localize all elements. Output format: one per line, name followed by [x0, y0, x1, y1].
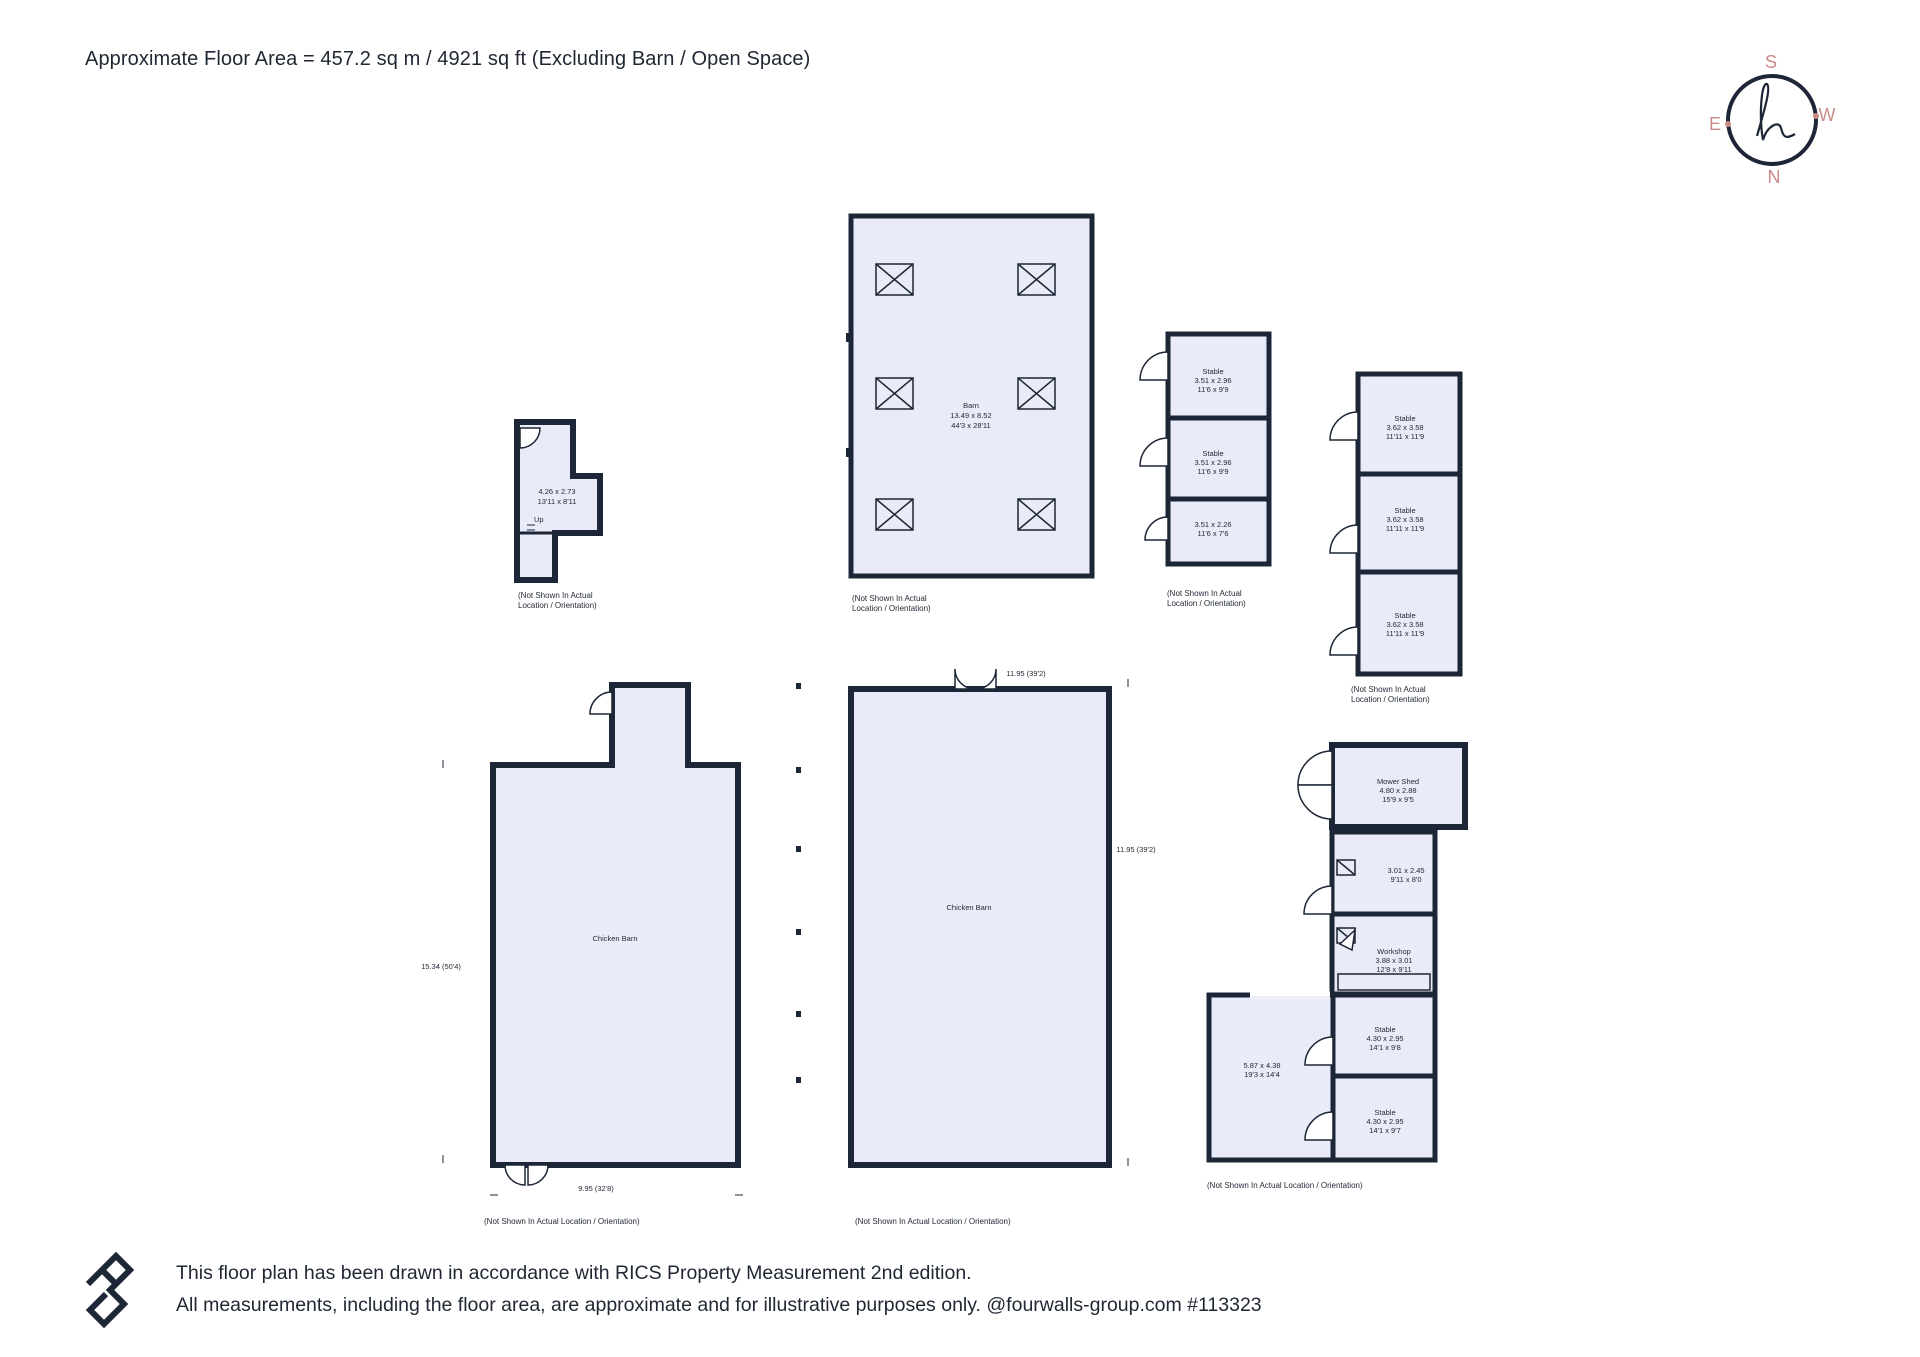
- chicken-barn-2-top: 11.95 (39'2): [1006, 669, 1046, 678]
- small-room-dims-m: 4.26 x 2.73: [538, 487, 575, 496]
- stable-b3-name: Stable: [1394, 611, 1415, 620]
- mower-shed-name: Mower Shed: [1377, 777, 1419, 786]
- mower-shed-dims-ft: 15'9 x 9'5: [1382, 795, 1414, 804]
- note-outbuildings: (Not Shown In Actual Location / Orientat…: [1207, 1181, 1363, 1190]
- barn-dims-ft: 44'3 x 28'11: [951, 421, 990, 430]
- stable-a3-dims-m: 3.51 x 2.26: [1194, 520, 1231, 529]
- small-room-up: Up: [534, 515, 544, 524]
- stable-b-block: [1355, 371, 1463, 677]
- note-barn-line1: (Not Shown In Actual: [852, 594, 927, 603]
- stable-c1-name: Stable: [1374, 1025, 1395, 1034]
- chicken-barn-2: [848, 686, 1112, 1168]
- compass-s: S: [1765, 52, 1777, 72]
- chicken-barn-1-name: Chicken Barn: [592, 934, 637, 943]
- small-room: [514, 419, 603, 583]
- stable-a1-name: Stable: [1202, 367, 1223, 376]
- store-room: [1329, 829, 1438, 917]
- stable-b2-name: Stable: [1394, 506, 1415, 515]
- open-room-dims-m: 5.87 x 4.38: [1243, 1061, 1280, 1070]
- note-stable-b-line1: (Not Shown In Actual: [1351, 685, 1426, 694]
- stable-b2-dims-ft: 11'11 x 11'9: [1386, 524, 1424, 533]
- workshop-dims-ft: 12'8 x 9'11: [1376, 965, 1411, 974]
- compass-e: E: [1709, 114, 1721, 134]
- stable-b1-dims-m: 3.62 x 3.58: [1386, 423, 1423, 432]
- stable-a2-dims-m: 3.51 x 2.96: [1194, 458, 1231, 467]
- note-chicken-2: (Not Shown In Actual Location / Orientat…: [855, 1217, 1011, 1226]
- stable-c2: [1330, 1073, 1438, 1163]
- note-stable-b-line2: Location / Orientation): [1351, 695, 1430, 704]
- chicken-barn-1: [490, 682, 741, 1168]
- compass-n: N: [1768, 167, 1781, 187]
- compass-icon: S W E N: [1709, 52, 1836, 187]
- workshop-dims-m: 3.88 x 3.01: [1375, 956, 1412, 965]
- small-room-dims-ft: 13'11 x 8'11: [538, 497, 577, 506]
- note-barn-line2: Location / Orientation): [852, 604, 931, 613]
- note-stable-a-line1: (Not Shown In Actual: [1167, 589, 1242, 598]
- stable-b1-dims-ft: 11'11 x 11'9: [1386, 432, 1424, 441]
- mower-shed: [1329, 742, 1468, 830]
- chicken-barn-1-width: 9.95 (32'8): [578, 1184, 614, 1193]
- barn-name: Barn: [963, 401, 979, 410]
- stable-b2-dims-m: 3.62 x 3.58: [1386, 515, 1423, 524]
- footer-line-2: All measurements, including the floor ar…: [176, 1294, 1262, 1316]
- note-stable-a-line2: Location / Orientation): [1167, 599, 1246, 608]
- chicken-barn-1-height: 15.34 (50'4): [421, 962, 461, 971]
- stable-a1-dims-m: 3.51 x 2.96: [1194, 376, 1231, 385]
- stable-c1: [1330, 992, 1438, 1079]
- note-small-line2: Location / Orientation): [518, 601, 597, 610]
- stable-c2-name: Stable: [1374, 1108, 1395, 1117]
- workshop-name: Workshop: [1377, 947, 1411, 956]
- note-chicken-1: (Not Shown In Actual Location / Orientat…: [484, 1217, 640, 1226]
- barn-dims-m: 13.49 x 8.52: [950, 411, 991, 420]
- footer-disclaimer: This floor plan has been drawn in accord…: [176, 1257, 1262, 1321]
- stable-b3-dims-m: 3.62 x 3.58: [1386, 620, 1423, 629]
- floor-area-heading: Approximate Floor Area = 457.2 sq m / 49…: [85, 48, 811, 70]
- chicken-barn-2-right: 11.95 (39'2): [1116, 845, 1156, 854]
- stable-c1-dims-ft: 14'1 x 9'8: [1369, 1043, 1401, 1052]
- fourwalls-logo-icon: [85, 1251, 135, 1329]
- stable-c2-dims-ft: 14'1 x 9'7: [1369, 1126, 1401, 1135]
- stable-a2-dims-ft: 11'6 x 9'9: [1197, 467, 1228, 476]
- stable-a1-dims-ft: 11'6 x 9'9: [1197, 385, 1228, 394]
- stable-c2-dims-m: 4.30 x 2.95: [1366, 1117, 1403, 1126]
- note-small-line1: (Not Shown In Actual: [518, 591, 593, 600]
- mower-shed-dims-m: 4.80 x 2.88: [1379, 786, 1416, 795]
- footer-line-1: This floor plan has been drawn in accord…: [176, 1262, 972, 1284]
- store-dims-ft: 9'11 x 8'0: [1390, 875, 1421, 884]
- stable-c1-dims-m: 4.30 x 2.95: [1366, 1034, 1403, 1043]
- compass-w: W: [1819, 105, 1836, 125]
- stable-a2-name: Stable: [1202, 449, 1223, 458]
- stable-a3-dims-ft: 11'6 x 7'6: [1197, 529, 1228, 538]
- chicken-barn-2-name: Chicken Barn: [946, 903, 991, 912]
- stable-b3-dims-ft: 11'11 x 11'9: [1386, 629, 1424, 638]
- store-dims-m: 3.01 x 2.45: [1387, 866, 1424, 875]
- barn: [848, 213, 1095, 579]
- open-room-dims-ft: 19'3 x 14'4: [1244, 1070, 1280, 1079]
- stable-b1-name: Stable: [1394, 414, 1415, 423]
